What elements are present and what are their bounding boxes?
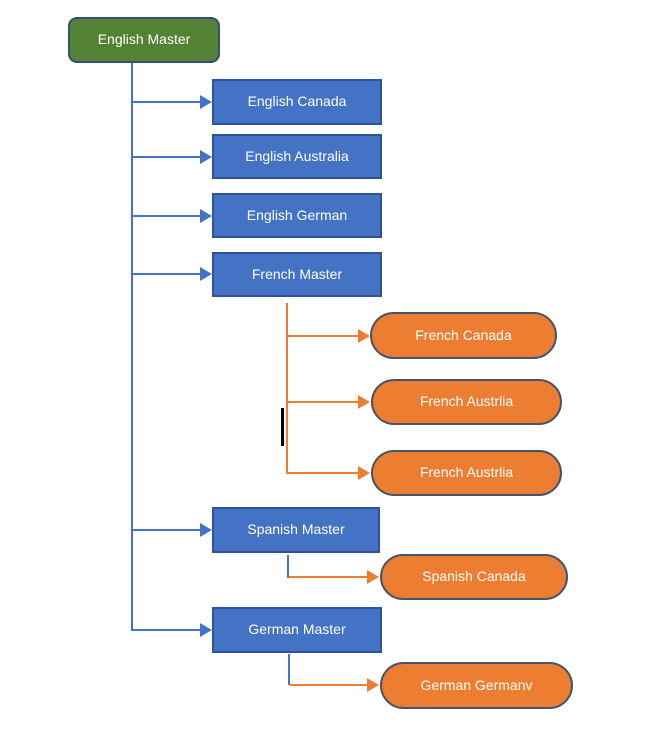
node-english-australia-label: English Australia [245,147,349,164]
node-english-german-label: English German [246,206,348,223]
connector-english-german-line [133,215,200,217]
node-spanish-canada: Spanish Canada [380,554,568,600]
node-french-canada-label: French Canada [415,326,512,343]
node-french-austrlia-1: French Austrlia [371,379,562,425]
text-cursor-artifact [281,408,284,446]
connector-english-german-arrowhead [200,209,212,223]
node-english-german: English German [212,193,382,238]
connector-german-master-arrowhead [200,623,212,637]
connector-main-trunk [131,63,133,631]
connector-english-australia-arrowhead [200,150,212,164]
node-english-canada: English Canada [212,79,382,125]
connector-french-canada-arrowhead [358,329,370,343]
connector-english-canada-line [133,101,200,103]
connector-german-germanv-line [290,684,368,686]
node-english-master: English Master [68,17,220,63]
connector-french-master-arrowhead [200,267,212,281]
connector-french-austrlia1-line [288,401,359,403]
node-spanish-master: Spanish Master [212,507,380,553]
connector-english-canada-arrowhead [200,95,212,109]
connector-spanish-master-line [133,529,200,531]
node-english-canada-label: English Canada [247,93,347,110]
connector-english-australia-line [133,156,200,158]
connector-spanish-canada-arrowhead [367,570,379,584]
connector-spanish-stub [287,555,289,578]
connector-german-stub [288,654,290,685]
node-german-germanv-label: German Germanv [420,676,533,693]
connector-french-trunk [286,303,288,474]
node-french-austrlia-1-label: French Austrlia [419,393,514,410]
node-french-canada: French Canada [370,312,557,359]
node-english-australia: English Australia [212,134,382,179]
node-english-master-label: English Master [97,31,191,48]
node-spanish-master-label: Spanish Master [247,521,345,538]
connector-french-master-line [133,273,200,275]
connector-french-austrlia1-arrowhead [358,395,370,409]
connector-french-austrlia2-arrowhead [358,466,370,480]
node-german-master: German Master [212,607,382,653]
node-french-master-label: French Master [251,265,343,282]
node-french-master: French Master [212,252,382,297]
node-french-austrlia-2: French Austrlia [371,450,562,496]
node-spanish-canada-label: Spanish Canada [422,568,526,585]
connector-spanish-master-arrowhead [200,523,212,537]
connector-french-austrlia2-line [288,472,359,474]
connector-french-canada-line [288,335,359,337]
connector-spanish-canada-line [289,576,368,578]
node-german-master-label: German Master [248,621,346,638]
connector-german-germanv-arrowhead [367,678,379,692]
node-french-austrlia-2-label: French Austrlia [419,464,514,481]
connector-german-master-line [133,629,200,631]
node-german-germanv: German Germanv [380,662,573,709]
